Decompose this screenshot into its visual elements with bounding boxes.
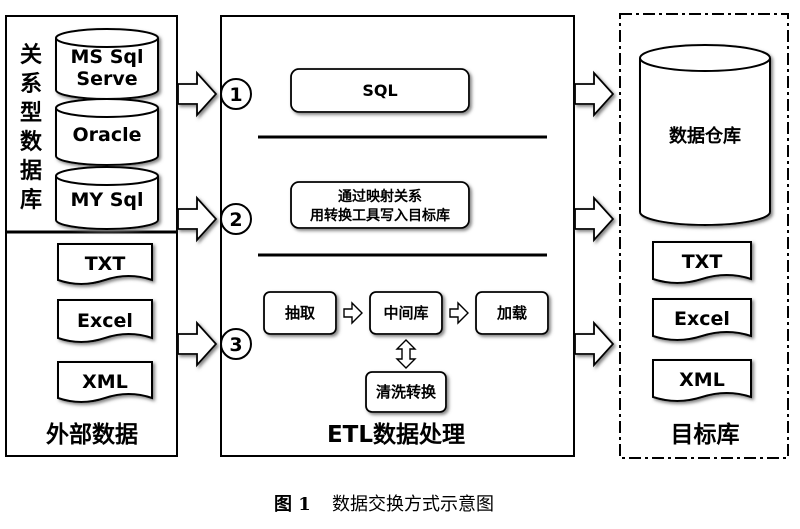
staging-label: 中间库 (383, 304, 428, 322)
figure-caption-text: 数据交换方式示意图 (332, 494, 494, 515)
data-warehouse-cylinder (639, 44, 771, 226)
external-data-panel: 关系型数据库 MS Sql Serve Oracle MY Sql TXT (5, 15, 178, 457)
source-file-label: TXT (85, 253, 126, 275)
step-circle-1 (220, 78, 252, 110)
relational-db-label: 关系型数据库 (20, 43, 43, 213)
mapping-label-2: 用转换工具写入目标库 (310, 207, 450, 224)
etl-title: ETL数据处理 (327, 422, 465, 448)
source-file-label: XML (82, 371, 128, 393)
source-file-excel (57, 299, 153, 343)
relational-db-label-char: 关 (20, 43, 42, 68)
etl-panel: 1 2 3 SQL 通过映射关系 用转换工具写入目标库 抽取 中间库 加载 清洗… (220, 15, 575, 457)
target-file-txt (652, 241, 752, 284)
flow-arrow-extract-to-staging (343, 301, 363, 325)
load-box (475, 291, 549, 335)
target-file-label: TXT (682, 251, 723, 273)
arrow-to-etl-3 (177, 320, 218, 368)
load-label: 加载 (496, 304, 527, 322)
target-panel: 数据仓库 TXT Excel XML 目标库 (619, 13, 789, 459)
flow-arrow-staging-cleanse (395, 339, 417, 369)
mapping-label: 通过映射关系 (338, 188, 422, 205)
step-number: 3 (229, 334, 242, 356)
sql-label: SQL (362, 81, 397, 100)
arrow-to-etl-2 (177, 195, 218, 243)
source-file-txt (57, 243, 153, 285)
sql-box (290, 68, 470, 113)
db-cylinder-mysql (55, 166, 159, 230)
target-file-label: XML (679, 369, 725, 391)
relational-db-label-char: 库 (20, 188, 42, 213)
relational-db-label-char: 据 (20, 159, 42, 184)
arrow-to-target-3 (574, 320, 615, 368)
arrow-to-target-1 (574, 70, 615, 118)
db-label-mssql: MS Sql (70, 46, 143, 68)
db-label-mssql-2: Serve (76, 68, 137, 90)
target-file-label: Excel (674, 308, 730, 330)
step-number: 1 (229, 84, 242, 106)
target-file-excel (652, 298, 752, 341)
step-circle-2 (220, 203, 252, 235)
data-warehouse-label: 数据仓库 (669, 125, 741, 147)
db-label-oracle: Oracle (72, 124, 141, 146)
extract-label: 抽取 (285, 304, 316, 322)
step-number: 2 (229, 209, 242, 231)
cleanse-box (365, 371, 447, 413)
figure-number: 图 1 (274, 494, 311, 515)
source-file-xml (57, 361, 153, 403)
staging-box (369, 291, 443, 335)
relational-db-label-char: 系 (20, 72, 42, 97)
relational-db-label-char: 型 (20, 101, 42, 126)
arrow-to-target-2 (574, 195, 615, 243)
target-title: 目标库 (671, 422, 740, 448)
mapping-box (290, 181, 470, 229)
flow-arrow-staging-to-load (449, 301, 469, 325)
target-file-xml (652, 359, 752, 402)
arrow-to-etl-1 (177, 70, 218, 118)
extract-box (263, 291, 337, 335)
cleanse-label: 清洗转换 (376, 383, 437, 401)
figure-caption: 图 1 数据交换方式示意图 (274, 494, 494, 515)
db-label-mysql: MY Sql (70, 189, 143, 211)
external-data-title: 外部数据 (46, 421, 138, 448)
source-file-label: Excel (77, 310, 133, 332)
svg-text:关系型数据库: 关系型数据库 (20, 43, 43, 213)
db-cylinder-oracle (55, 98, 159, 166)
relational-db-label-char: 数 (20, 129, 43, 155)
step-circle-3 (220, 328, 252, 360)
